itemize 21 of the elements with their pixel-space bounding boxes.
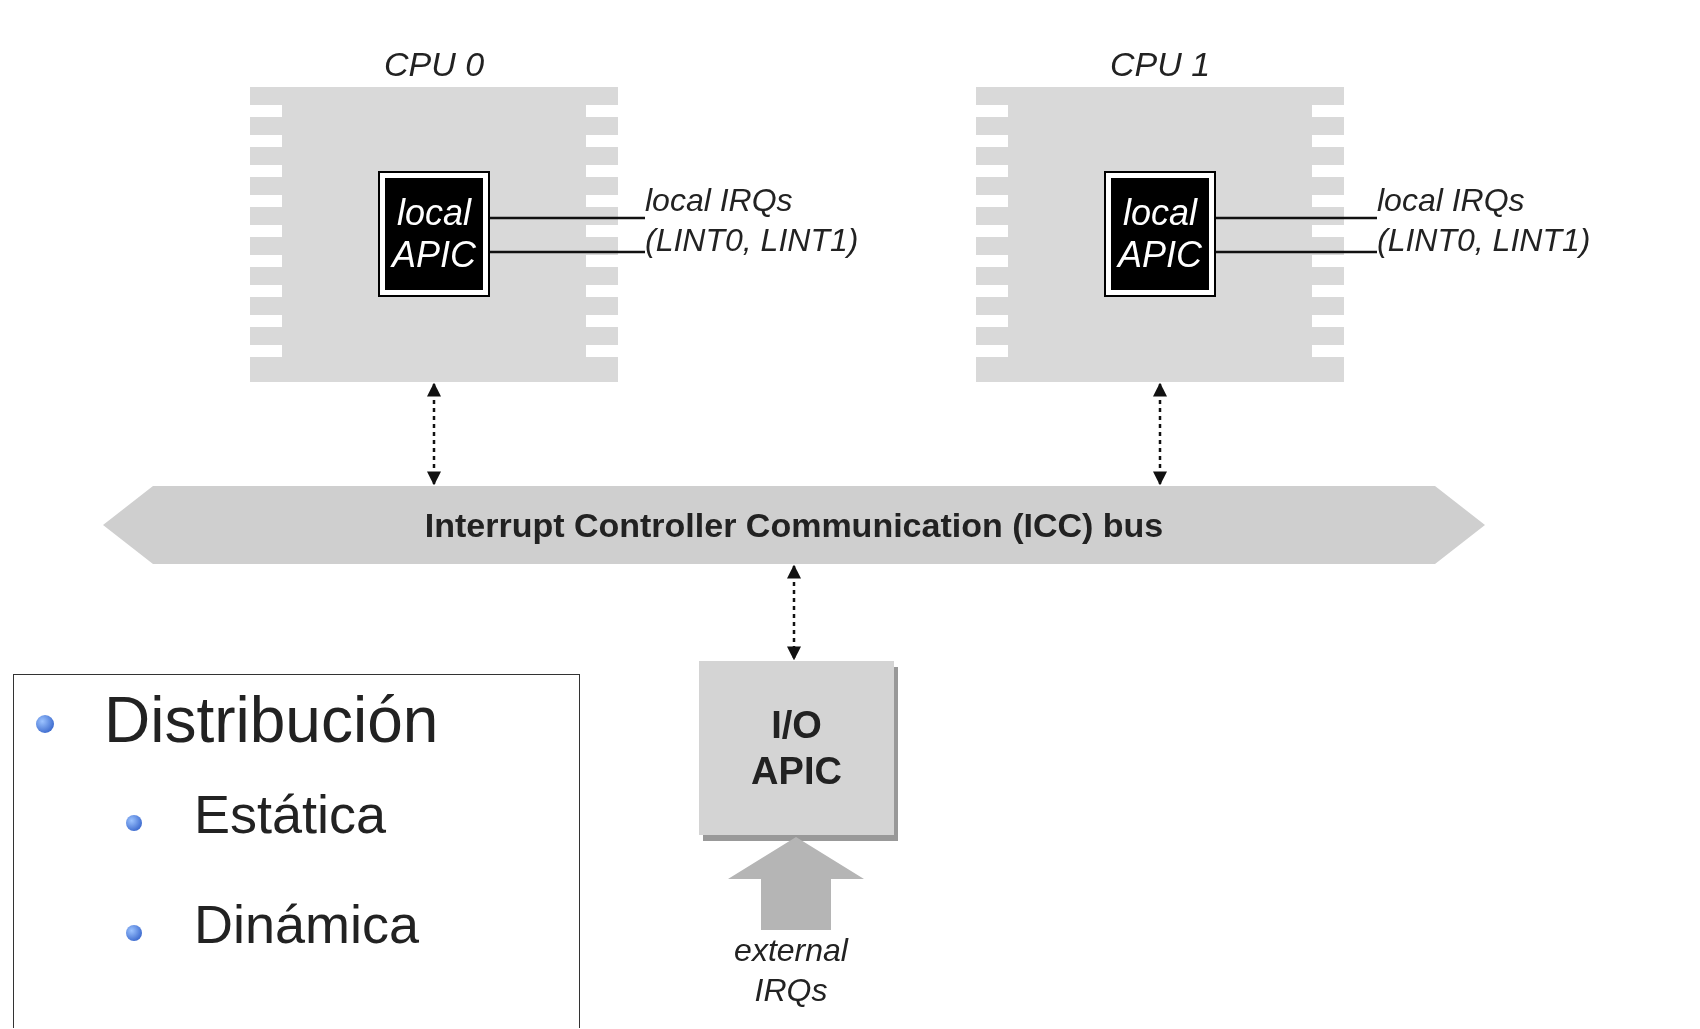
- sub-item-text: Dinámica: [194, 893, 420, 955]
- connector-line: [490, 250, 645, 254]
- icc-bus: [103, 486, 1485, 564]
- double-arrow: [1153, 382, 1167, 486]
- double-arrow: [427, 382, 441, 486]
- cpu-label: CPU 1: [1108, 45, 1212, 84]
- irq-label: external IRQs: [726, 930, 856, 1016]
- wide-arrow: [728, 837, 864, 930]
- bullet-list-box: [13, 674, 580, 1028]
- item-text: Distribución: [104, 683, 439, 757]
- connector-line: [1216, 250, 1377, 254]
- connector-line: [1216, 216, 1377, 220]
- irq-label: local IRQs (LINT0, LINT1): [645, 180, 885, 280]
- double-arrow: [787, 564, 801, 661]
- bus-label: Interrupt Controller Communication (ICC) bus: [423, 506, 1165, 545]
- connector-line: [490, 216, 645, 220]
- cpu-label: CPU 0: [382, 45, 486, 84]
- local-apic-box: local APIC: [1106, 173, 1214, 295]
- local-apic-box: local APIC: [380, 173, 488, 295]
- irq-label: local IRQs (LINT0, LINT1): [1377, 180, 1617, 280]
- sub-item-text: Estática: [194, 783, 387, 845]
